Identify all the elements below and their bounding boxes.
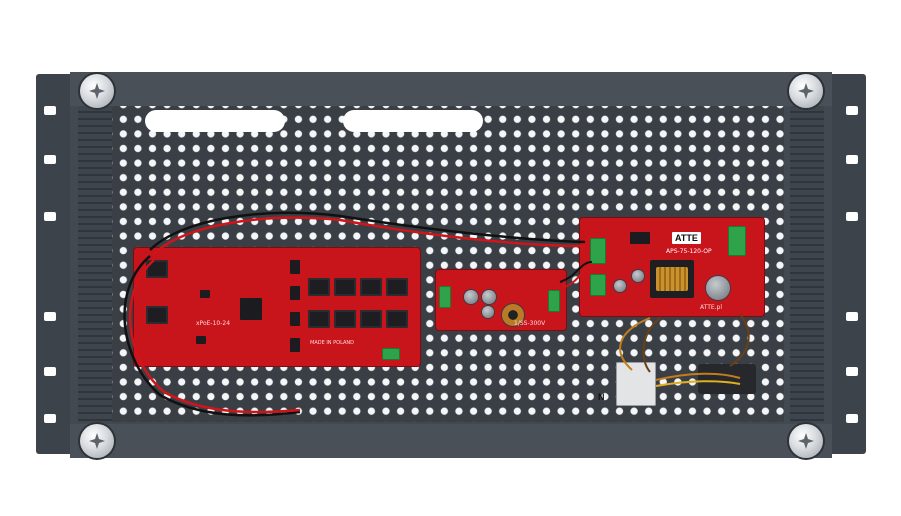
right-side-wall	[790, 106, 824, 422]
rj45-port-icon	[334, 278, 356, 296]
rj45-port-icon	[386, 310, 408, 328]
ear-hole	[846, 312, 858, 321]
ear-hole	[846, 106, 858, 115]
ic-chip	[290, 338, 300, 352]
ic-chip	[196, 336, 206, 344]
transformer-icon	[650, 260, 694, 298]
ic-chip	[630, 232, 650, 244]
psu-model-label: APS-75-120-OP	[666, 248, 712, 255]
power-terminal-icon	[590, 274, 606, 296]
power-terminal-icon	[590, 238, 606, 264]
rj45-port-icon	[360, 278, 382, 296]
power-terminal-icon	[382, 348, 400, 360]
capacitor-icon	[482, 290, 496, 304]
rj45-port-icon	[334, 310, 356, 328]
switch-chip	[240, 298, 262, 320]
output-terminal-icon	[548, 290, 560, 312]
power-terminal-icon	[728, 226, 746, 256]
ear-hole	[44, 312, 56, 321]
right-rack-ear	[826, 74, 866, 454]
power-supply-board: ATTE APS-75-120-OP ATTE.pl	[580, 218, 764, 316]
ear-hole	[846, 367, 858, 376]
screw-icon	[789, 74, 823, 108]
ic-chip	[290, 286, 300, 300]
psu-silk-label: ATTE.pl	[700, 304, 723, 311]
bottom-rail	[70, 424, 832, 458]
top-slot-right	[343, 110, 483, 132]
capacitor-icon	[464, 290, 478, 304]
rj45-port-icon	[308, 310, 330, 328]
rj45-port-icon	[146, 306, 168, 324]
ear-hole	[846, 155, 858, 164]
rj45-port-icon	[146, 260, 168, 278]
poe-switch-board: xPoE-10-24 MADE IN POLAND	[134, 248, 420, 366]
left-side-wall	[78, 106, 112, 422]
ear-hole	[846, 414, 858, 423]
input-terminal-icon	[439, 286, 451, 308]
screw-icon	[80, 74, 114, 108]
ear-hole	[846, 212, 858, 221]
fuse-holder	[698, 364, 756, 394]
mains-terminal-block	[616, 362, 656, 406]
capacitor-icon	[482, 306, 494, 318]
converter-model-label: 1/SS-300V	[514, 320, 546, 327]
ic-chip	[290, 312, 300, 326]
inductor-icon	[502, 304, 524, 326]
switch-made-in-label: MADE IN POLAND	[310, 340, 354, 346]
left-rack-ear	[36, 74, 76, 454]
switch-model-label: xPoE-10-24	[196, 320, 231, 327]
screw-icon	[80, 424, 114, 458]
capacitor-icon	[632, 270, 644, 282]
ear-hole	[44, 212, 56, 221]
capacitor-icon	[614, 280, 626, 292]
psu-brand-label: ATTE	[672, 232, 701, 244]
ear-hole	[44, 155, 56, 164]
ic-chip	[200, 290, 210, 298]
ear-hole	[44, 367, 56, 376]
rj45-port-icon	[360, 310, 382, 328]
screw-icon	[789, 424, 823, 458]
capacitor-icon	[706, 276, 730, 300]
mains-neutral-label: N	[598, 392, 605, 402]
rj45-port-icon	[386, 278, 408, 296]
ear-hole	[44, 414, 56, 423]
rj45-port-icon	[308, 278, 330, 296]
top-slot-left	[145, 110, 285, 132]
ic-chip	[290, 260, 300, 274]
ear-hole	[44, 106, 56, 115]
dc-converter-board: 1/SS-300V	[436, 270, 566, 330]
top-rail	[70, 72, 832, 106]
